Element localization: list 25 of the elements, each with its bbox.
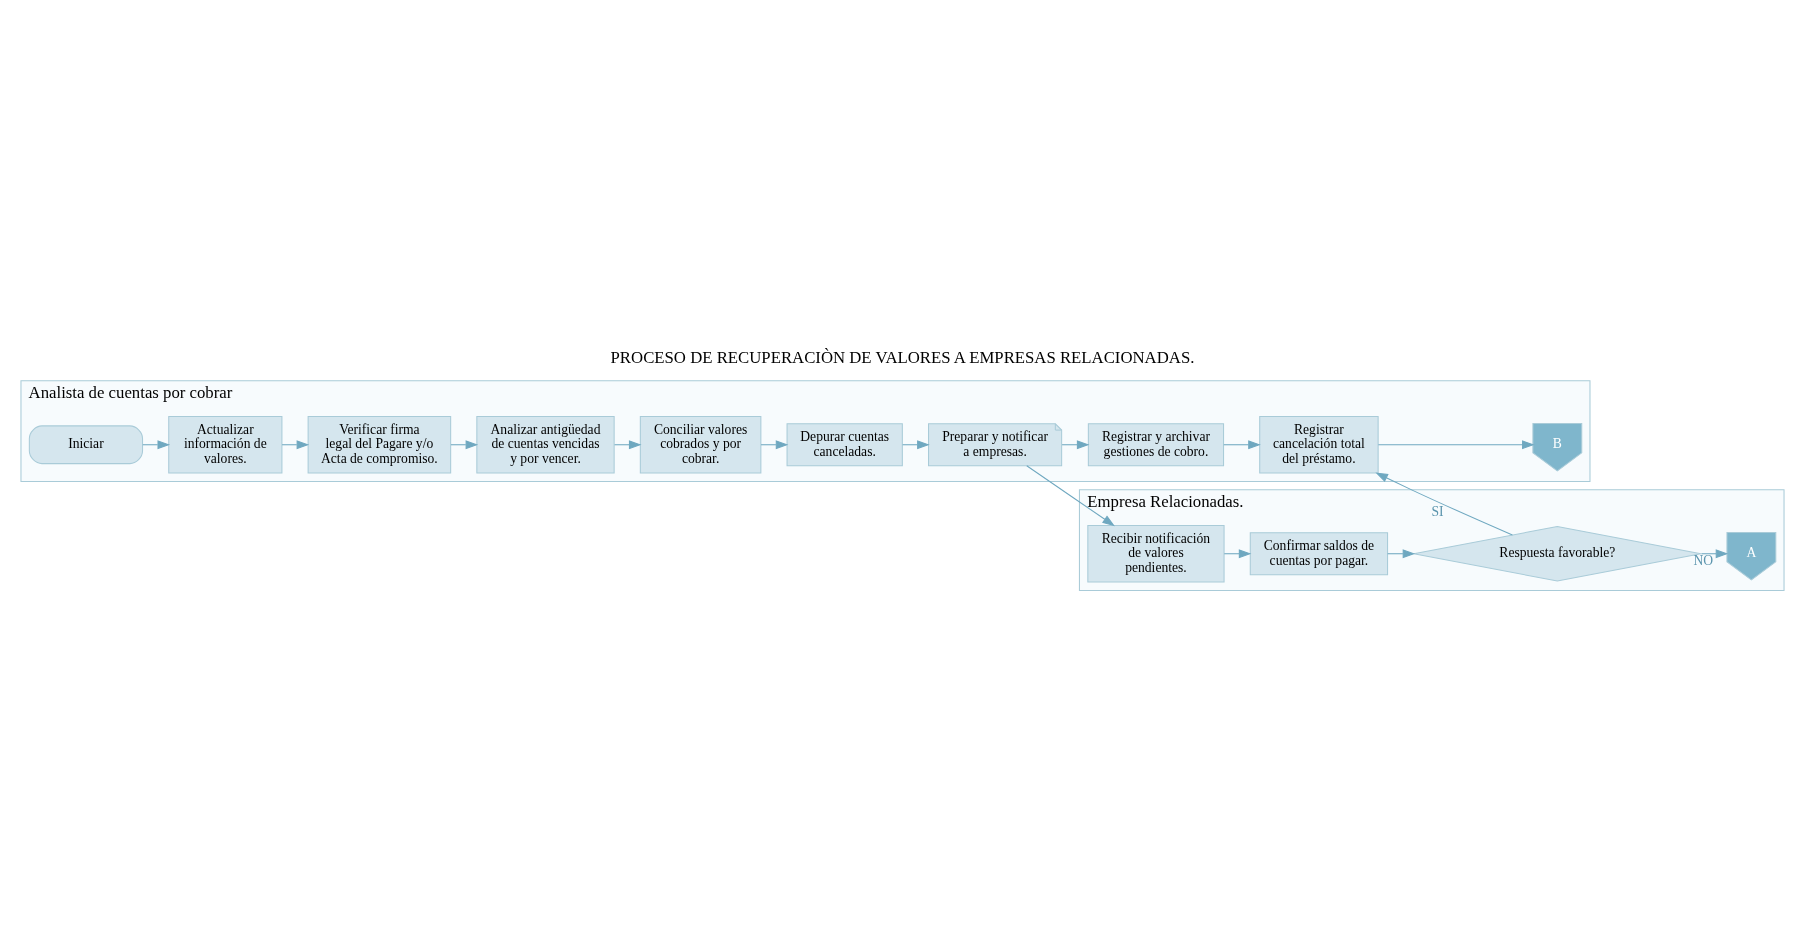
arrow — [1387, 549, 1416, 559]
node-box: Verificar firma legal del Pagare y/o Acta de compromiso. — [307, 415, 452, 474]
arrow — [1223, 549, 1252, 559]
arrow — [1223, 440, 1261, 450]
arrow — [1026, 465, 1115, 527]
node-box: Depurar cuentas canceladas. — [786, 423, 903, 467]
node-box: Conciliar valores cobrados y por cobrar. — [639, 415, 762, 474]
arrow — [1377, 440, 1535, 450]
arrow — [1375, 472, 1513, 536]
edge-label: NO — [1693, 552, 1714, 568]
node-box: Actualizar información de valores. — [168, 415, 283, 474]
arrow — [760, 440, 789, 450]
diagram-title: PROCESO DE RECUPERACIÒN DE VALORES A EMPRESAS RELACIONADAS. — [610, 347, 1195, 367]
node-box: Recibir notificación de valores pendientes. — [1087, 524, 1225, 583]
arrow — [902, 440, 930, 450]
node-box: Confirmar saldos de cuentas por pagar. — [1249, 532, 1389, 576]
node-box: Analizar antigüedad de cuentas vencidas y por vencer. — [476, 415, 615, 474]
arrow — [1061, 440, 1090, 450]
node-box: Registrar cancelación total del préstamo. — [1259, 415, 1379, 474]
edge-label: SI — [1431, 503, 1444, 519]
node-box: Registrar y archivar gestiones de cobro. — [1087, 423, 1225, 467]
arrow — [281, 440, 310, 450]
arrow — [1700, 549, 1729, 559]
arrow — [614, 440, 642, 450]
node-box: Iniciar — [28, 425, 144, 465]
